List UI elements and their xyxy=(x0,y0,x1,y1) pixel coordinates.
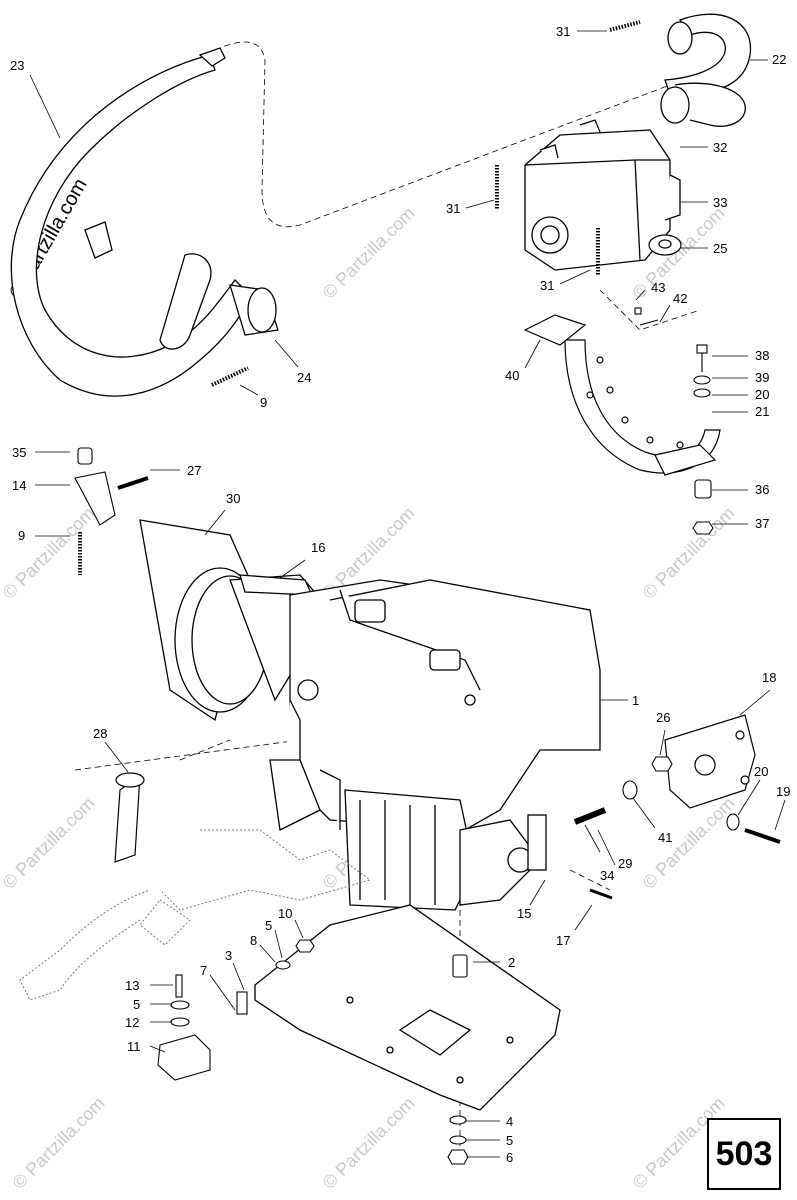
callout-12: 12 xyxy=(125,1015,139,1030)
callout-26: 26 xyxy=(656,710,670,725)
callout-20: 20 xyxy=(755,387,769,402)
callout-27: 27 xyxy=(187,463,201,478)
watermark: © Partzilla.com xyxy=(0,503,99,603)
muffler xyxy=(524,119,681,271)
callout-31: 31 xyxy=(540,278,554,293)
fasteners-engine-side xyxy=(573,756,781,900)
callout-20: 20 xyxy=(754,764,768,779)
callout-25: 25 xyxy=(713,241,727,256)
engine-block xyxy=(269,579,601,911)
callout-42: 42 xyxy=(673,291,687,306)
callout-29: 29 xyxy=(618,856,632,871)
callout-18: 18 xyxy=(762,670,776,685)
callout-4: 4 xyxy=(506,1114,513,1129)
callout-15: 15 xyxy=(517,906,531,921)
muffler-support xyxy=(523,314,721,476)
callout-31: 31 xyxy=(446,201,460,216)
watermark: © Partzilla.com xyxy=(0,793,99,893)
exhaust-manifold-ghost xyxy=(19,829,372,1001)
callout-43: 43 xyxy=(651,280,665,295)
engine-support-plate xyxy=(254,904,561,1111)
callout-6: 6 xyxy=(506,1150,513,1165)
callout-2: 2 xyxy=(508,955,515,970)
callout-7: 7 xyxy=(200,963,207,978)
callout-5: 5 xyxy=(265,918,272,933)
callout-21: 21 xyxy=(755,404,769,419)
callout-17: 17 xyxy=(556,933,570,948)
callout-23: 23 xyxy=(10,58,24,73)
callout-8: 8 xyxy=(250,933,257,948)
watermark: © Partzilla.com xyxy=(319,203,419,303)
callout-11: 11 xyxy=(127,1039,141,1054)
page-number: 503 xyxy=(707,1118,781,1190)
callout-10: 10 xyxy=(278,906,292,921)
callout-37: 37 xyxy=(755,516,769,531)
callout-34: 34 xyxy=(600,868,614,883)
callout-40: 40 xyxy=(505,368,519,383)
callout-31: 31 xyxy=(556,24,570,39)
watermark: © Partzilla.com xyxy=(9,1093,109,1193)
callout-19: 19 xyxy=(776,784,790,799)
callout-38: 38 xyxy=(755,348,769,363)
callout-9: 9 xyxy=(18,528,25,543)
watermark: © Partzilla.com xyxy=(639,503,739,603)
callout-9: 9 xyxy=(260,395,267,410)
callout-35: 35 xyxy=(12,445,26,460)
tension-springs xyxy=(78,20,641,575)
callout-36: 36 xyxy=(755,482,769,497)
grommet xyxy=(648,234,682,256)
callout-28: 28 xyxy=(93,726,107,741)
callout-24: 24 xyxy=(297,370,311,385)
callout-33: 33 xyxy=(713,195,727,210)
tuned-pipe xyxy=(10,47,279,397)
callout-39: 39 xyxy=(755,370,769,385)
watermark: © Partzilla.com xyxy=(319,1093,419,1193)
water-tube xyxy=(114,772,145,863)
fasteners-bottom xyxy=(74,447,469,1165)
callout-16: 16 xyxy=(311,540,325,555)
callout-14: 14 xyxy=(12,478,26,493)
callout-13: 13 xyxy=(125,978,139,993)
watermark: © Partzilla.com xyxy=(639,793,739,893)
callout-1: 1 xyxy=(632,693,639,708)
callout-32: 32 xyxy=(713,140,727,155)
callout-labels: 31 22 23 32 31 33 25 31 43 42 40 38 39 2… xyxy=(10,24,790,1165)
callout-5: 5 xyxy=(133,997,140,1012)
engine-bracket xyxy=(664,714,756,809)
callout-22: 22 xyxy=(772,52,786,67)
callout-41: 41 xyxy=(658,830,672,845)
callout-5: 5 xyxy=(506,1133,513,1148)
callout-3: 3 xyxy=(225,948,232,963)
callout-30: 30 xyxy=(226,491,240,506)
fasteners-right xyxy=(634,307,714,535)
leader-lines xyxy=(29,30,786,1158)
exhaust-elbow xyxy=(660,13,752,127)
